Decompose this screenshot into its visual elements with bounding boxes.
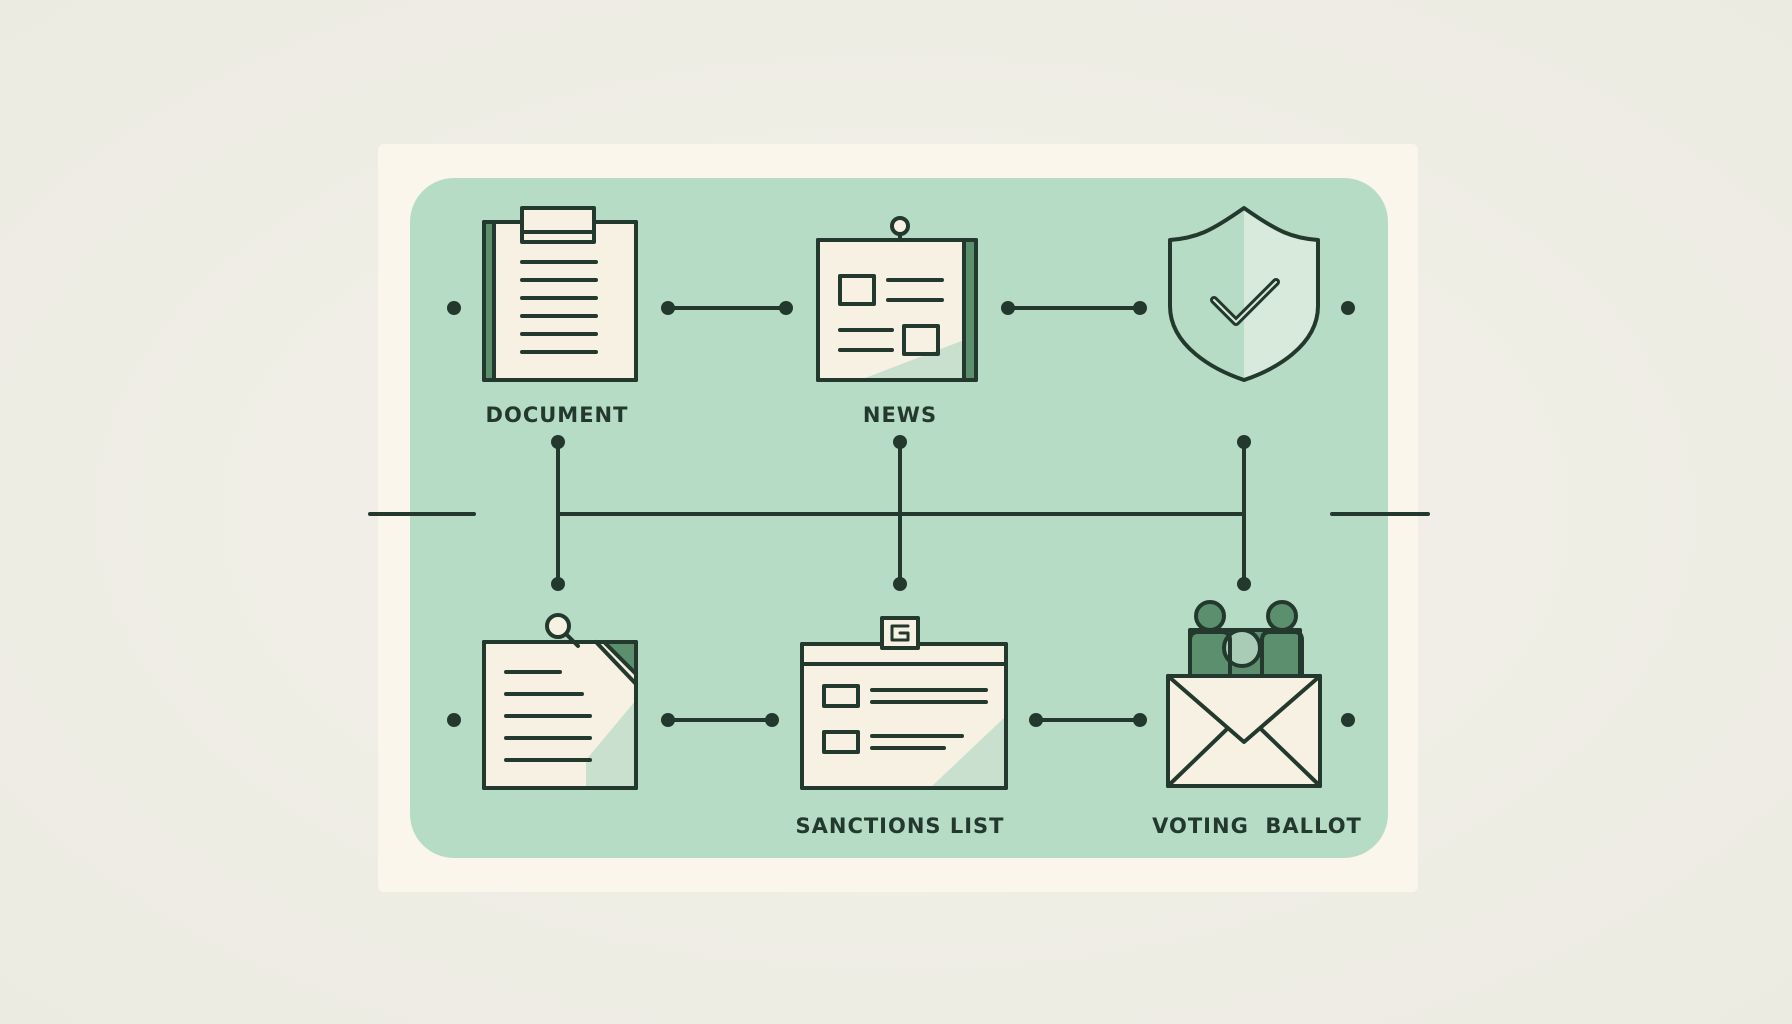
connector-dots (447, 301, 1355, 727)
dot (1237, 577, 1251, 591)
label-voting-ballot: VOTING BALLOT (1152, 814, 1362, 838)
dot (893, 577, 907, 591)
ballot-envelope-icon (1166, 600, 1322, 788)
news-card-icon (816, 216, 978, 382)
dot (1001, 301, 1015, 315)
dot (779, 301, 793, 315)
clipboard-icon (482, 206, 638, 382)
note-page-icon (482, 613, 638, 790)
sanctions-card-icon (800, 616, 1008, 790)
connectors (368, 306, 1430, 722)
dot (1133, 713, 1147, 727)
label-news: NEWS (862, 403, 938, 427)
dot (893, 435, 907, 449)
dot (765, 713, 779, 727)
dot (1341, 301, 1355, 315)
dot (1133, 301, 1147, 315)
dot (1341, 713, 1355, 727)
dot (447, 713, 461, 727)
dot (661, 713, 675, 727)
dot (661, 301, 675, 315)
dot (551, 577, 565, 591)
dot (1029, 713, 1043, 727)
shield-check-icon (1168, 206, 1320, 382)
dot (551, 435, 565, 449)
label-document: DOCUMENT (485, 403, 629, 427)
dot (1237, 435, 1251, 449)
dot (447, 301, 461, 315)
label-sanctions-list: SANCTIONS LIST (795, 814, 1005, 838)
